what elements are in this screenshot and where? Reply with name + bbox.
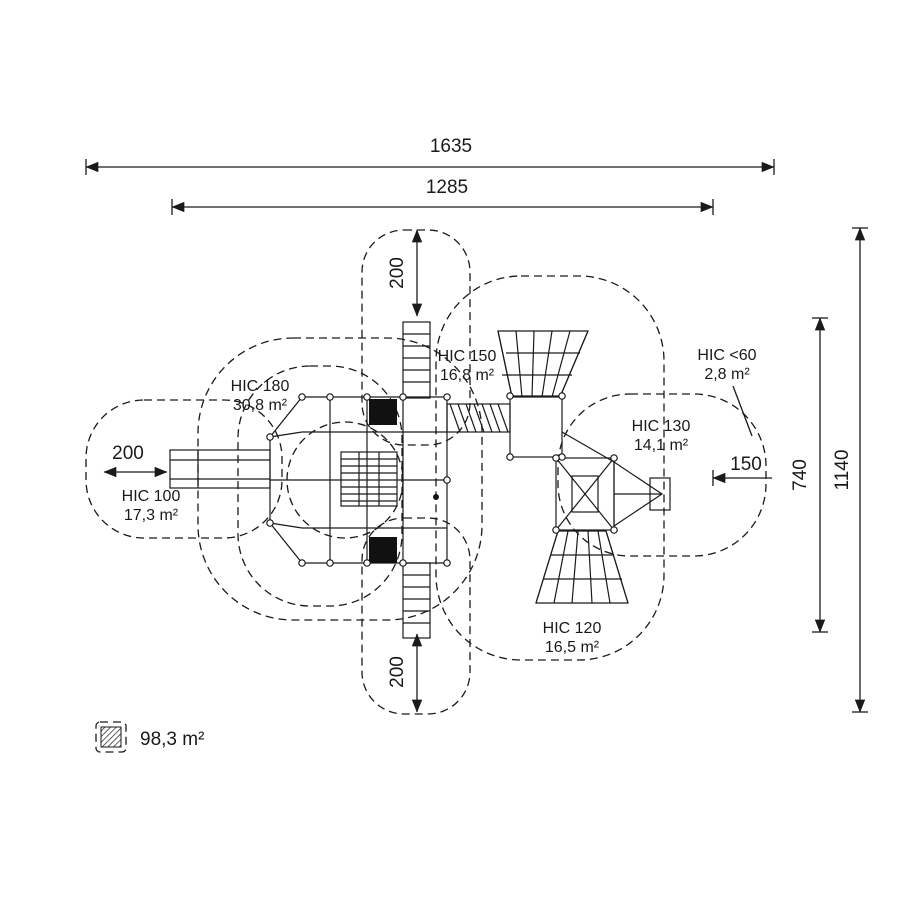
dim-label-ext-top: 200 <box>387 257 408 289</box>
zone-outline-hic130 <box>557 393 767 557</box>
legend-area-icon-fill <box>100 726 122 748</box>
bottom-corridor <box>402 562 431 639</box>
dim-top-outer <box>85 159 775 175</box>
zone-outline-hic150-120 <box>435 275 665 661</box>
legend-area-icon <box>95 721 127 753</box>
legend: 98,3 m² <box>95 721 204 753</box>
zone-label-hic180: HIC 180 30,8 m² <box>231 378 290 414</box>
dim-label-ext-right: 150 <box>730 454 762 475</box>
playground-structure <box>169 321 671 639</box>
leader-hic60 <box>732 385 753 437</box>
top-corridor <box>402 321 431 399</box>
zone-label-hic120-name: HIC 120 <box>543 620 602 637</box>
zone-label-hic60-name: HIC <60 <box>697 347 756 364</box>
brace-strut <box>561 431 615 463</box>
climbing-net-top <box>497 330 589 398</box>
zone-label-hic100-name: HIC 100 <box>122 488 181 505</box>
zone-label-hic120-area: 16,5 m² <box>545 639 600 656</box>
zone-label-hic150-area: 16,8 m² <box>440 367 495 384</box>
dim-top-inner <box>171 199 714 215</box>
dim-ext-right <box>712 470 772 486</box>
labels: 1635 1285 740 1140 200 200 200 150 HIC 1… <box>112 136 853 688</box>
zone-label-hic60: HIC <60 2,8 m² <box>697 347 756 383</box>
zone-label-hic100: HIC 100 17,3 m² <box>122 488 181 524</box>
dim-right-inner <box>812 317 828 633</box>
dim-label-top-inner: 1285 <box>426 177 468 198</box>
dim-label-ext-bottom: 200 <box>387 656 408 688</box>
zone-label-hic60-area: 2,8 m² <box>704 366 750 383</box>
zone-label-hic180-area: 30,8 m² <box>233 397 288 414</box>
zone-label-hic180-name: HIC 180 <box>231 378 290 395</box>
dim-right-outer <box>852 227 868 713</box>
net-platform <box>509 395 563 458</box>
climbing-net-bottom <box>535 530 629 604</box>
zone-outline-inner <box>237 365 403 607</box>
safety-zone-outlines <box>85 229 767 715</box>
roof-panel-bottom <box>369 537 397 563</box>
zone-label-hic120: HIC 120 16,5 m² <box>543 620 602 656</box>
zone-outline-bottom-extension <box>361 517 471 715</box>
dimension-lines <box>85 159 868 713</box>
dim-label-right-outer: 1140 <box>832 450 853 491</box>
zone-label-hic130-name: HIC 130 <box>632 418 691 435</box>
zone-label-hic100-area: 17,3 m² <box>124 507 179 524</box>
stairs <box>340 451 398 507</box>
dim-label-top-outer: 1635 <box>430 136 472 157</box>
dim-label-ext-left: 200 <box>112 443 144 464</box>
legend-total-area: 98,3 m² <box>140 729 204 750</box>
roof-panel-top <box>369 399 397 425</box>
zone-outline-hic100 <box>85 399 283 539</box>
slide-tube <box>169 449 271 489</box>
dim-label-right-inner: 740 <box>790 459 811 491</box>
cone-slide <box>613 460 671 528</box>
lower-platform <box>555 457 615 531</box>
zone-label-hic130-area: 14,1 m² <box>634 437 689 454</box>
ramp-bridge <box>446 403 511 433</box>
structure-posts <box>266 392 618 567</box>
zone-label-hic150-name: HIC 150 <box>438 348 497 365</box>
zone-label-hic150: HIC 150 16,8 m² <box>438 348 497 384</box>
zone-label-hic130: HIC 130 14,1 m² <box>632 418 691 454</box>
